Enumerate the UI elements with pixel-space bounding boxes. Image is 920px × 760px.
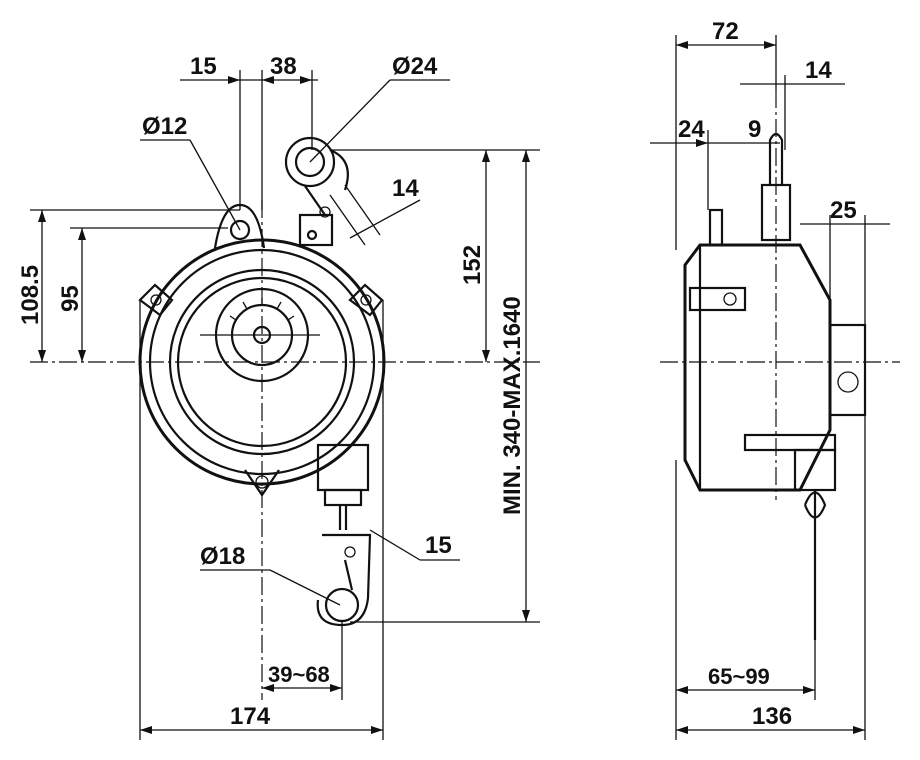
dim-dia12-label: Ø12 <box>142 113 187 140</box>
side-top-eye-ring <box>768 132 784 185</box>
arrow-stroke-b <box>522 610 530 622</box>
dim-dia24-label: Ø24 <box>392 53 438 80</box>
ext-14-a <box>329 194 366 246</box>
front-view: 174 39~68 108.5 95 152 MIN. 340-MAX.1640 <box>17 53 540 740</box>
arrow-72-r <box>764 41 776 49</box>
arrow-152-t <box>482 150 490 162</box>
dim-14-label: 14 <box>392 175 419 202</box>
side-cable-outlet <box>793 448 837 492</box>
leader-12 <box>189 139 241 231</box>
arrow-174-l <box>140 726 152 734</box>
arrow-39-r <box>330 684 342 692</box>
side-housing <box>683 243 832 492</box>
top-eye-block <box>298 213 334 247</box>
drum-inner <box>176 276 348 448</box>
arrow-136-l <box>676 726 688 734</box>
left-side-lug <box>138 283 174 317</box>
dim-stroke-label: MIN. 340-MAX.1640 <box>499 296 526 515</box>
side-right-cap <box>828 323 867 417</box>
top-eye-stem <box>304 185 326 216</box>
dim-14-side-label: 14 <box>805 57 832 84</box>
dim-95-label: 95 <box>57 285 84 312</box>
arrow-65-l <box>676 686 688 694</box>
leader-18 <box>269 569 341 606</box>
arrow-39-l <box>262 684 274 692</box>
top-eye-latch <box>329 148 349 191</box>
arrow-174-r <box>371 726 383 734</box>
arrow-108-b <box>38 350 46 362</box>
side-left-lug <box>688 286 747 312</box>
arrow-15-l <box>228 76 240 84</box>
leader-24 <box>309 79 391 163</box>
arrow-38-r <box>300 76 312 84</box>
arrow-72-l <box>676 41 688 49</box>
dim-15-top-label: 15 <box>190 53 217 80</box>
drum-outer <box>168 268 356 456</box>
housing-rim <box>148 248 376 476</box>
side-view: 72 14 24 9 25 65~99 136 <box>650 18 900 740</box>
dim-24-label: 24 <box>678 116 705 143</box>
bottom-lug <box>244 469 280 497</box>
side-top-eye <box>760 183 792 242</box>
arrow-152-b <box>482 350 490 362</box>
leader-14 <box>349 199 421 239</box>
dim-65-99-label: 65~99 <box>708 664 770 689</box>
hook-pin <box>344 546 356 558</box>
dim-152-label: 152 <box>459 245 486 285</box>
dim-9-label: 9 <box>748 116 761 143</box>
top-eye-stem-pin <box>319 206 331 218</box>
load-hook <box>316 533 372 627</box>
dim-108-5-label: 108.5 <box>17 265 44 325</box>
arrow-95-t <box>78 228 86 240</box>
dim-15-hook-label: 15 <box>425 532 452 559</box>
mount-hole <box>229 219 251 241</box>
side-hook-eye <box>803 491 827 519</box>
right-side-lug <box>348 283 384 317</box>
side-right-cap-hole <box>837 371 859 393</box>
arrow-95-b <box>78 350 86 362</box>
leader-15-hook <box>369 529 421 561</box>
hook-latch <box>343 559 354 591</box>
arrow-108-t <box>38 210 46 222</box>
arrow-24 <box>696 139 708 147</box>
dim-38-label: 38 <box>270 53 297 80</box>
dim-39-68-label: 39~68 <box>268 662 330 687</box>
arrow-15-r <box>262 76 274 84</box>
right-lug-hole <box>360 294 372 306</box>
arrow-stroke-t <box>522 150 530 162</box>
arrow-136-r <box>853 726 865 734</box>
dim-72-label: 72 <box>712 18 739 45</box>
arrow-65-r <box>803 686 815 694</box>
bottom-lug-hole <box>255 475 269 489</box>
top-eye-hole <box>294 146 326 178</box>
top-eye-pin <box>306 229 318 241</box>
dim-dia18-label: Ø18 <box>200 543 245 570</box>
side-left-lug-hole <box>723 292 737 306</box>
side-top-tab <box>708 208 724 247</box>
side-bottom-bracket <box>743 433 837 452</box>
dim-174-label: 174 <box>230 703 271 730</box>
dim-136-label: 136 <box>752 703 792 730</box>
hook-eye <box>324 587 360 623</box>
ext-14-b <box>344 184 381 236</box>
dial-ticks <box>229 298 295 321</box>
cable-stopper <box>323 488 363 507</box>
dim-25-label: 25 <box>830 197 857 224</box>
top-eye-ring <box>284 136 336 188</box>
left-lug-hole <box>150 294 162 306</box>
